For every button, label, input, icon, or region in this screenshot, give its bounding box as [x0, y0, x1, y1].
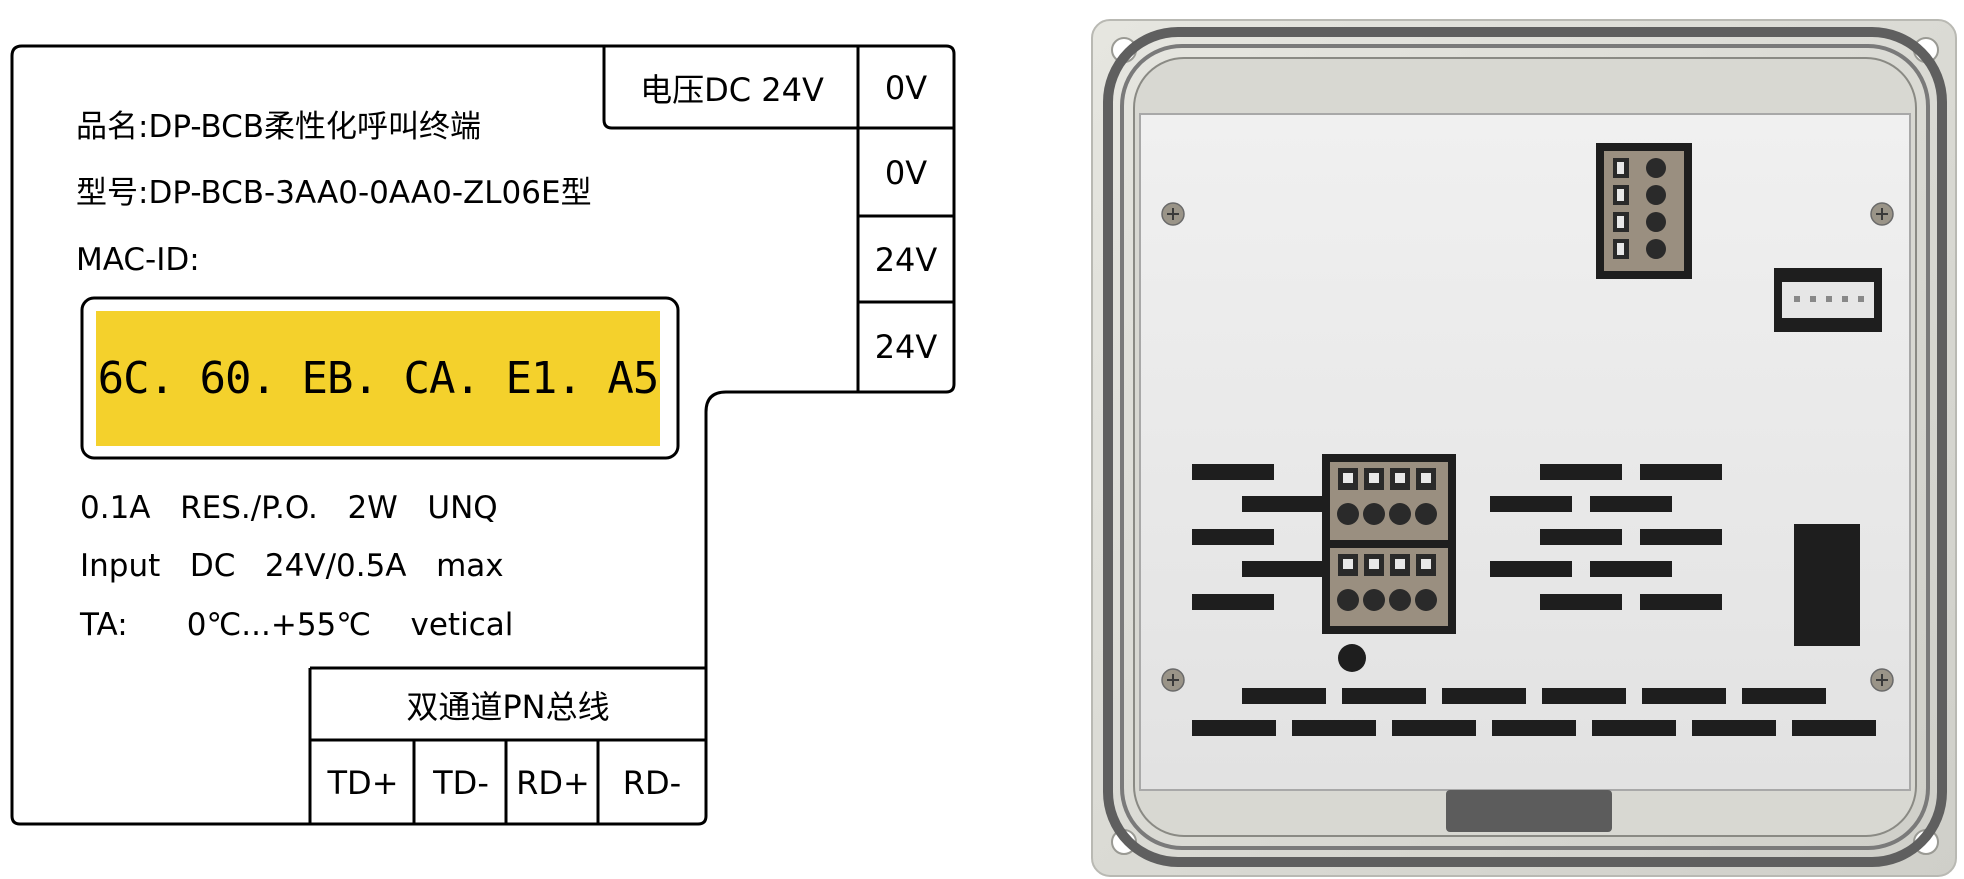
mac-id-value: 6C. 60. EB. CA. E1. A5	[96, 311, 660, 446]
product-name: 品名:DP-BCB柔性化呼叫终端	[76, 109, 482, 145]
rear-panel	[1139, 113, 1911, 791]
voltage-pin-3: 24V	[874, 241, 938, 279]
voltage-pin-2: 0V	[884, 154, 928, 192]
bus-pin-td-plus: TD+	[327, 764, 399, 802]
mac-id-label: MAC-ID:	[76, 242, 200, 278]
spec-line-3: TA: 0℃...+55℃ vetical	[80, 607, 514, 643]
voltage-pin-4: 24V	[874, 328, 938, 366]
bus-title: 双通道PN总线	[406, 688, 610, 726]
terminal-block-icon	[1322, 454, 1456, 634]
voltage-title: 电压DC 24V	[640, 71, 824, 109]
terminal-block-icon	[1596, 143, 1692, 279]
spec-line-1: 0.1A RES./P.O. 2W UNQ	[80, 490, 498, 526]
device-rear-view	[1091, 19, 1957, 877]
voltage-pin-1: 0V	[884, 69, 928, 107]
vent-slot-icon	[1192, 464, 1876, 736]
screw-icon	[1161, 202, 1894, 692]
bus-pin-td-minus: TD-	[433, 764, 489, 802]
led-indicator-icon	[1338, 644, 1366, 672]
model-number: 型号:DP-BCB-3AA0-0AA0-ZL06E型	[76, 175, 592, 211]
bus-pin-rd-plus: RD+	[516, 764, 590, 802]
bus-pin-rd-minus: RD-	[622, 764, 682, 802]
spec-line-2: Input DC 24V/0.5A max	[80, 548, 504, 584]
connector-icon	[1774, 268, 1882, 332]
cable-opening	[1794, 524, 1860, 646]
